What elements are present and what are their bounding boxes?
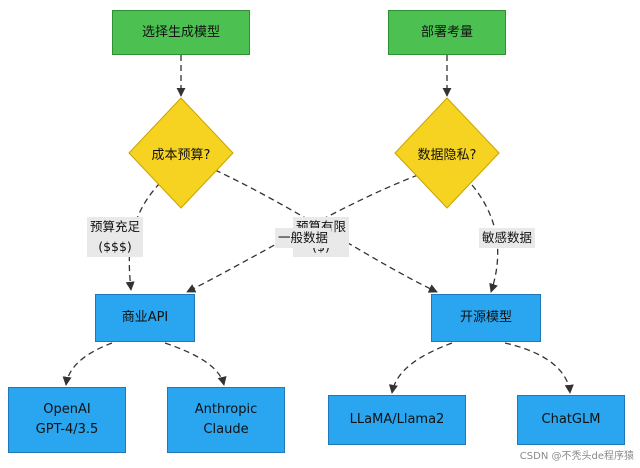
diamond-shape xyxy=(128,97,234,209)
decision-data-privacy-label: 数据隐私? xyxy=(417,147,477,163)
edge-label-budget-sufficient: 预算充足 ($$$) xyxy=(87,217,144,257)
node-anthropic: Anthropic Claude xyxy=(167,387,285,453)
node-chatglm: ChatGLM xyxy=(517,395,625,445)
edge-api-to-anthropic xyxy=(164,342,227,386)
decision-data-privacy: 数据隐私? xyxy=(394,97,500,209)
diamond-shape xyxy=(394,97,500,209)
node-select-model: 选择生成模型 xyxy=(112,10,250,55)
edge-label-sensitive-data: 敏感数据 xyxy=(479,228,536,248)
edge-label-general-data: 一般数据 xyxy=(275,228,332,248)
edge-api-to-openai xyxy=(62,342,113,386)
edge-open-to-llama xyxy=(388,342,453,394)
node-openai: OpenAI GPT-4/3.5 xyxy=(8,387,126,453)
footer-watermark: CSDN @不秃头de程序猿 xyxy=(519,451,634,462)
node-llama: LLaMA/Llama2 xyxy=(328,395,466,445)
node-deployment: 部署考量 xyxy=(388,10,506,55)
node-open-source: 开源模型 xyxy=(431,294,541,342)
decision-cost-budget: 成本预算? xyxy=(128,97,234,209)
decision-cost-budget-label: 成本预算? xyxy=(151,147,211,163)
edge-open-to-chatglm xyxy=(504,342,574,394)
node-commercial-api: 商业API xyxy=(95,294,195,342)
